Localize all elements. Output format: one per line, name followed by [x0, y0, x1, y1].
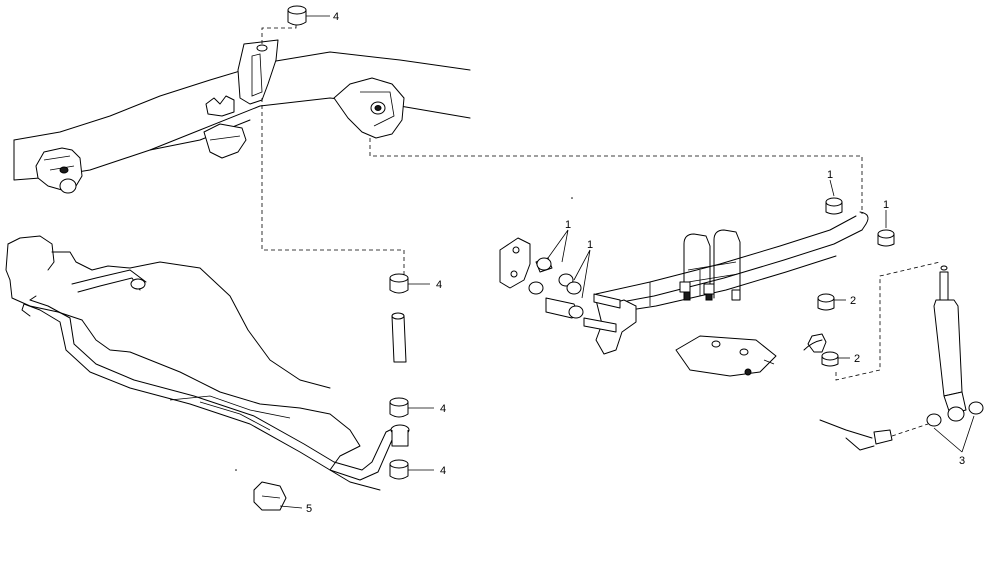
- shackle-bushing-set: [528, 257, 584, 319]
- lower-shock-mount: [819, 419, 929, 451]
- callout-1-left-b: 1: [587, 239, 593, 251]
- spring-seat-plate: [675, 335, 777, 377]
- shock-absorber: [933, 265, 967, 422]
- callout-1-right-a: 1: [827, 169, 833, 181]
- stray-dot: [571, 197, 573, 199]
- cushion-upper-a: [389, 273, 409, 294]
- rear-spring-hanger: [333, 77, 405, 139]
- callout-3: 3: [959, 455, 965, 467]
- spring-bushing-right-b: [877, 229, 895, 247]
- spring-bushing-right-a: [825, 197, 843, 215]
- shock-bushing-2a: [817, 293, 835, 311]
- callout-4-mid-b: 4: [440, 403, 446, 415]
- stabilizer-bushing: [253, 481, 287, 511]
- callout-1-left-a: 1: [565, 219, 571, 231]
- u-bolts: [679, 229, 741, 301]
- shock-bushing-2b: [821, 351, 839, 367]
- frame-clip: [205, 95, 235, 117]
- leader-lines: [279, 15, 975, 509]
- callout-2-bottom: 2: [854, 353, 860, 365]
- cushion-upper-b: [389, 397, 409, 418]
- callout-1-right-b: 1: [883, 199, 889, 211]
- cushion-lower: [389, 459, 409, 480]
- cushion-top: [287, 5, 307, 26]
- callout-2-top: 2: [850, 295, 856, 307]
- shock-bracket: [803, 333, 827, 353]
- stray-dot: [235, 469, 237, 471]
- leaf-spring: [595, 211, 869, 315]
- callout-4-top: 4: [333, 11, 339, 23]
- spring-shackle-plate: [499, 237, 531, 289]
- stabilizer-link-rod: [391, 312, 407, 363]
- stabilizer-link-bushing: [390, 424, 410, 447]
- bump-stopper: [203, 123, 247, 159]
- callout-5: 5: [306, 503, 312, 515]
- callout-4-bottom: 4: [440, 465, 446, 477]
- stabilizer-bar: [21, 269, 401, 481]
- shock-bushing-3: [926, 401, 984, 427]
- axle-housing: [5, 235, 381, 491]
- shackle-hanger-bracket: [237, 39, 279, 105]
- front-spring-bracket: [35, 147, 83, 194]
- shackle-bolt-plate: [583, 293, 637, 355]
- callout-4-mid-a: 4: [436, 279, 442, 291]
